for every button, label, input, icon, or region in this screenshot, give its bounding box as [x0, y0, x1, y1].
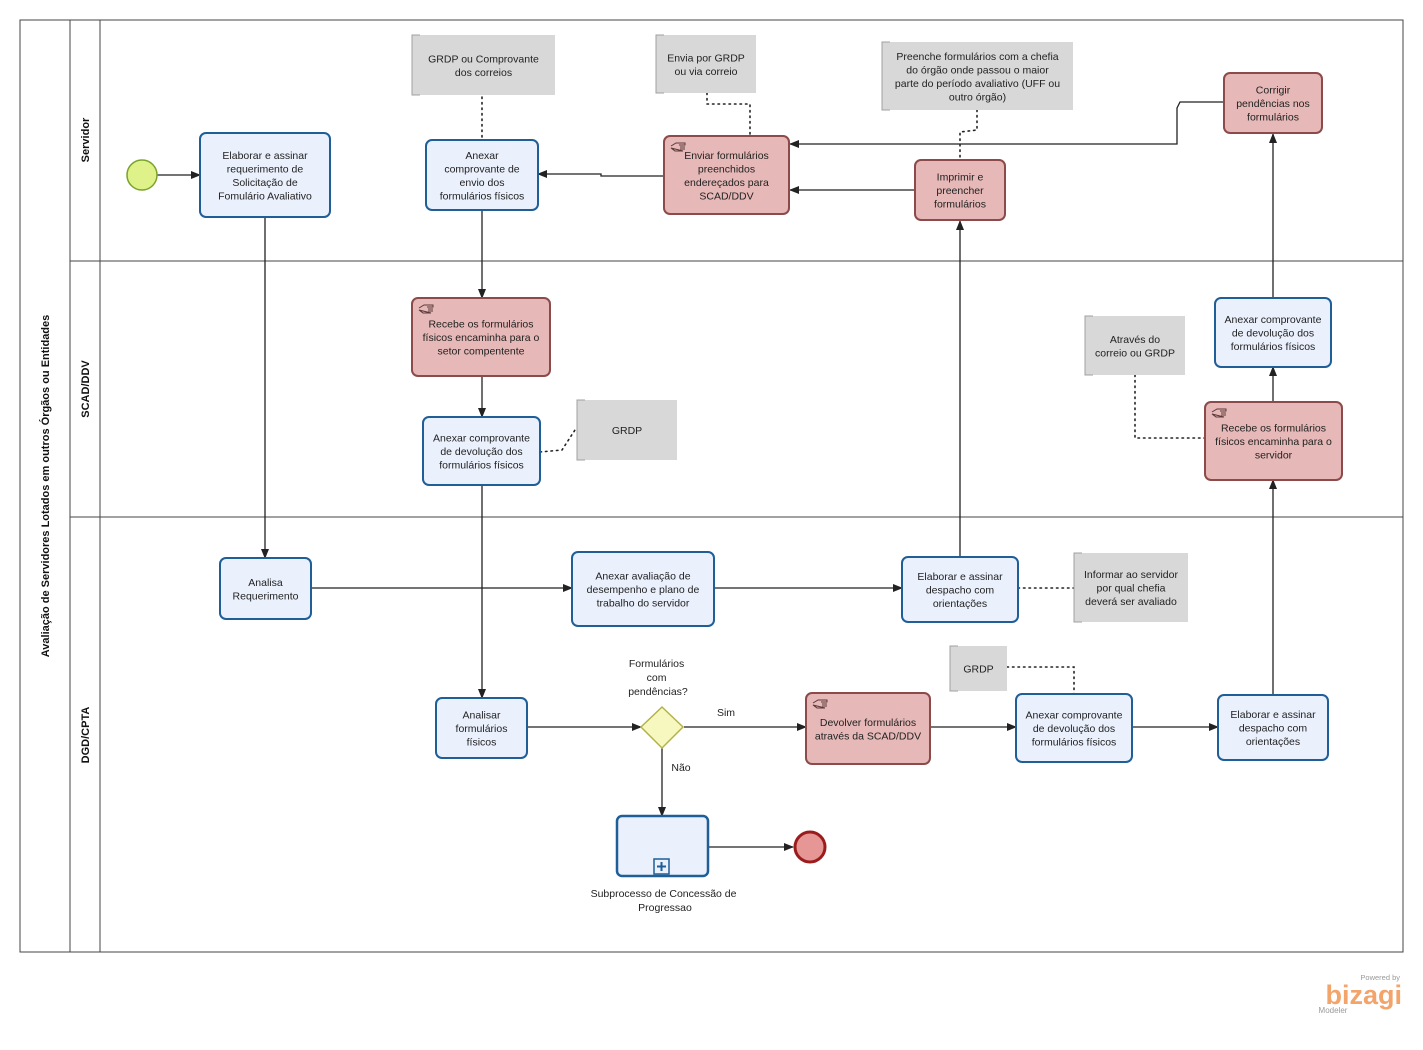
manual-task-icon [812, 699, 828, 709]
brand-name: bizagi [1325, 980, 1402, 1010]
manual-task-icon [670, 142, 686, 152]
annotation-text: GRDP [963, 664, 993, 676]
expand-icon [653, 858, 670, 875]
subprocess-label: Subprocesso de Concessão de Progressao [591, 888, 740, 914]
end-event[interactable] [793, 830, 827, 864]
lane-title-dgd: DGD/CPTA [80, 707, 92, 764]
annotation-grdp-scad[interactable]: GRDP [576, 399, 677, 461]
annotation-text: GRDP [612, 425, 642, 437]
product-name: Modeler [1319, 1006, 1348, 1015]
gateway-no-label: Não [671, 762, 690, 774]
lane-title-servidor: Servidor [80, 117, 92, 162]
gateway-question: Formulários com pendências? [628, 658, 688, 698]
gateway-pendencias[interactable] [639, 705, 685, 750]
lane-title-scad: SCAD/DDV [80, 360, 92, 418]
start-event[interactable] [126, 159, 158, 191]
sequence-flows [157, 101, 1277, 851]
associations [481, 92, 1206, 695]
gateway-yes-label: Sim [717, 707, 735, 719]
bizagi-logo: Powered by bizagi Modeler [1319, 973, 1402, 1015]
powered-by-text: Powered by [1360, 973, 1400, 982]
manual-task-icon [1211, 408, 1227, 418]
annotation-grdp-dgd[interactable]: GRDP [949, 645, 1007, 692]
subprocess-concessao[interactable] [615, 814, 710, 878]
pool-title: Avaliação de Servidores Lotados em outro… [39, 315, 52, 658]
manual-task-icon [418, 304, 434, 314]
